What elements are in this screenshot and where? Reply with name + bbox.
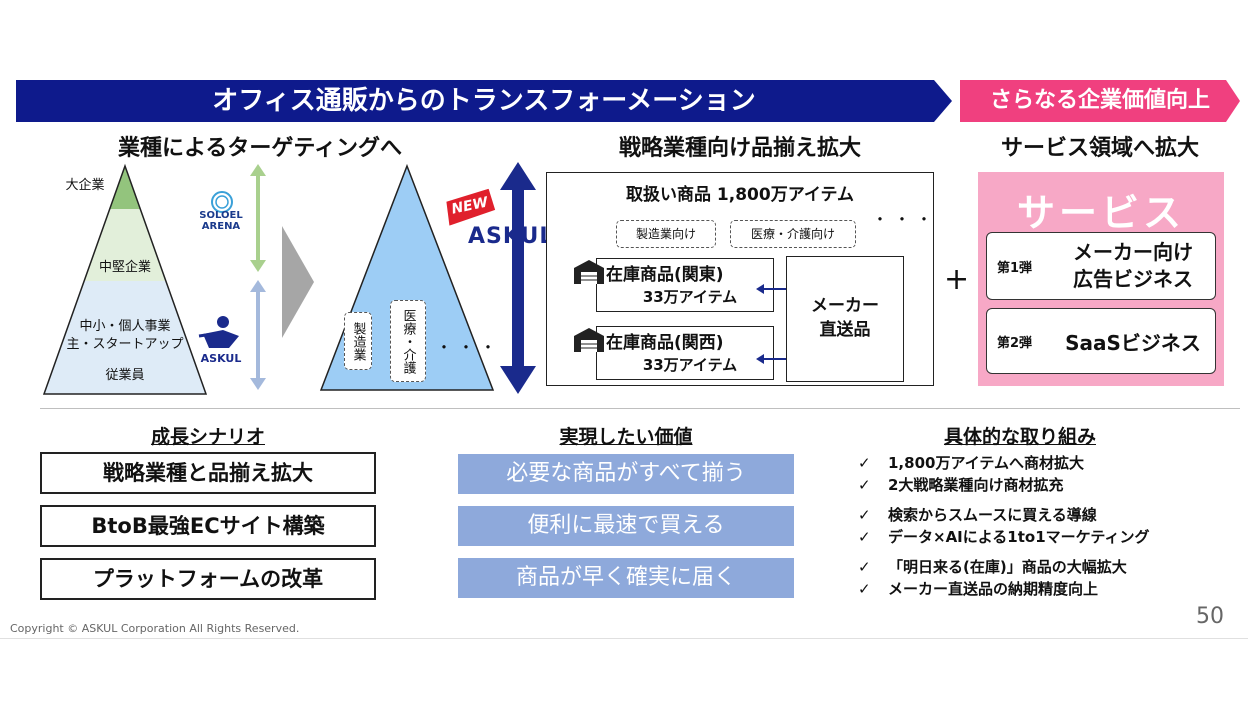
initiative-item-6: ✓メーカー直送品の納期精度向上 — [858, 580, 1099, 598]
stock-kansai-count: 33万アイテム — [642, 356, 738, 374]
stock-kanto-title: 在庫商品(関東) — [606, 265, 724, 285]
askul-mascot-icon — [198, 316, 239, 348]
value-item-2: 便利に最速で買える — [458, 506, 794, 546]
service-item-2: 第2弾 SaaSビジネス — [986, 308, 1216, 374]
transition-chevron-icon — [282, 226, 314, 338]
maker-direct-label: メーカー 直送品 — [811, 296, 879, 340]
check-icon: ✓ — [858, 506, 871, 524]
segment-range-arrows — [250, 164, 266, 390]
scenario-item-3: プラットフォームの改革 — [40, 558, 376, 600]
service-item-2-num: 第2弾 — [997, 336, 1033, 351]
value-item-3: 商品が早く確実に届く — [458, 558, 794, 598]
initiative-item-1: ✓1,800万アイテムへ商材拡大 — [858, 454, 1084, 472]
industry-tag-medical: 医療・介護 — [390, 300, 426, 382]
tag-manufacturing: 製造業向け — [616, 220, 716, 248]
tier-employee: 従業員 — [105, 368, 145, 383]
new-badge: NEW — [442, 188, 499, 226]
section-divider — [40, 408, 1240, 409]
copyright: Copyright © ASKUL Corporation All Rights… — [10, 622, 300, 635]
initiative-item-2: ✓2大戦略業種向け商材拡充 — [858, 476, 1064, 494]
value-item-1: 必要な商品がすべて揃う — [458, 454, 794, 494]
check-icon: ✓ — [858, 454, 871, 472]
maker-direct-box — [786, 256, 904, 382]
side-banner-title: さらなる企業価値向上 — [989, 88, 1210, 113]
tier-large: 大企業 — [65, 178, 105, 193]
main-banner: オフィス通販からのトランスフォーメーション — [16, 80, 952, 122]
service-item-1-label: メーカー向け 広告ビジネス — [1073, 240, 1193, 291]
service-item-1: 第1弾 メーカー向け 広告ビジネス — [986, 232, 1216, 300]
section2-heading: 戦略業種向け品揃え拡大 — [618, 136, 861, 161]
service-item-2-label: SaaSビジネス — [1065, 331, 1201, 355]
askul-mascot-logo: ASKUL — [195, 314, 247, 368]
stock-kansai-title: 在庫商品(関西) — [606, 333, 724, 353]
check-icon: ✓ — [858, 580, 871, 598]
warehouse-kanto-icon — [574, 260, 604, 284]
new-badge-icon — [446, 188, 496, 226]
segment-pyramid — [42, 163, 208, 395]
initiative-item-4: ✓データ×AIによる1to1マーケティング — [858, 528, 1150, 546]
main-banner-title: オフィス通販からのトランスフォーメーション — [212, 86, 756, 116]
check-icon: ✓ — [858, 528, 871, 546]
product-lineup-title: 取扱い商品 1,800万アイテム — [626, 185, 854, 205]
check-icon: ✓ — [858, 558, 871, 576]
scenario-heading: 成長シナリオ — [150, 426, 265, 448]
section1-heading: 業種によるターゲティングへ — [117, 136, 403, 161]
soloel-arena-icon — [211, 191, 233, 213]
stock-kansai-box — [596, 326, 774, 380]
initiative-item-3: ✓検索からスムースに買える導線 — [858, 506, 1097, 524]
tier-mid: 中堅企業 — [98, 260, 151, 275]
check-icon: ✓ — [858, 476, 871, 494]
values-heading: 実現したい価値 — [559, 426, 693, 448]
initiatives-heading: 具体的な取り組み — [943, 426, 1096, 448]
page-number: 50 — [1196, 604, 1224, 629]
expansion-double-arrow — [500, 162, 536, 394]
industry-ellipsis: ・・・ — [436, 338, 503, 357]
side-banner: さらなる企業価値向上 — [960, 80, 1240, 122]
section3-heading: サービス領域へ拡大 — [1000, 136, 1199, 161]
footer-line — [0, 638, 1248, 639]
stock-kanto-box — [596, 258, 774, 312]
warehouse-kansai-icon — [574, 328, 604, 352]
soloel-arena-logo: SOLOEL ARENA — [182, 188, 260, 232]
askul-logo: ASKUL — [468, 224, 555, 249]
plus-sign: + — [944, 262, 970, 297]
scenario-item-1: 戦略業種と品揃え拡大 — [40, 452, 376, 494]
initiative-item-5: ✓「明日来る(在庫)」商品の大幅拡大 — [858, 558, 1127, 576]
tier-small: 中小・個人事業 主・スタートアップ — [66, 319, 184, 352]
initiatives-list: ✓1,800万アイテムへ商材拡大 ✓2大戦略業種向け商材拡充 ✓検索からスムース… — [858, 452, 1238, 600]
product-ellipsis: ・・・ — [872, 210, 939, 229]
industry-tag-manufacturing: 製造業 — [344, 312, 372, 370]
service-item-1-num: 第1弾 — [997, 261, 1033, 276]
service-title: サービス — [1016, 191, 1185, 235]
main-banner-arrow — [16, 80, 952, 122]
tag-medical: 医療・介護向け — [730, 220, 856, 248]
scenario-item-2: BtoB最強ECサイト構築 — [40, 505, 376, 547]
stock-kanto-count: 33万アイテム — [642, 288, 738, 306]
side-banner-arrow — [960, 80, 1240, 122]
